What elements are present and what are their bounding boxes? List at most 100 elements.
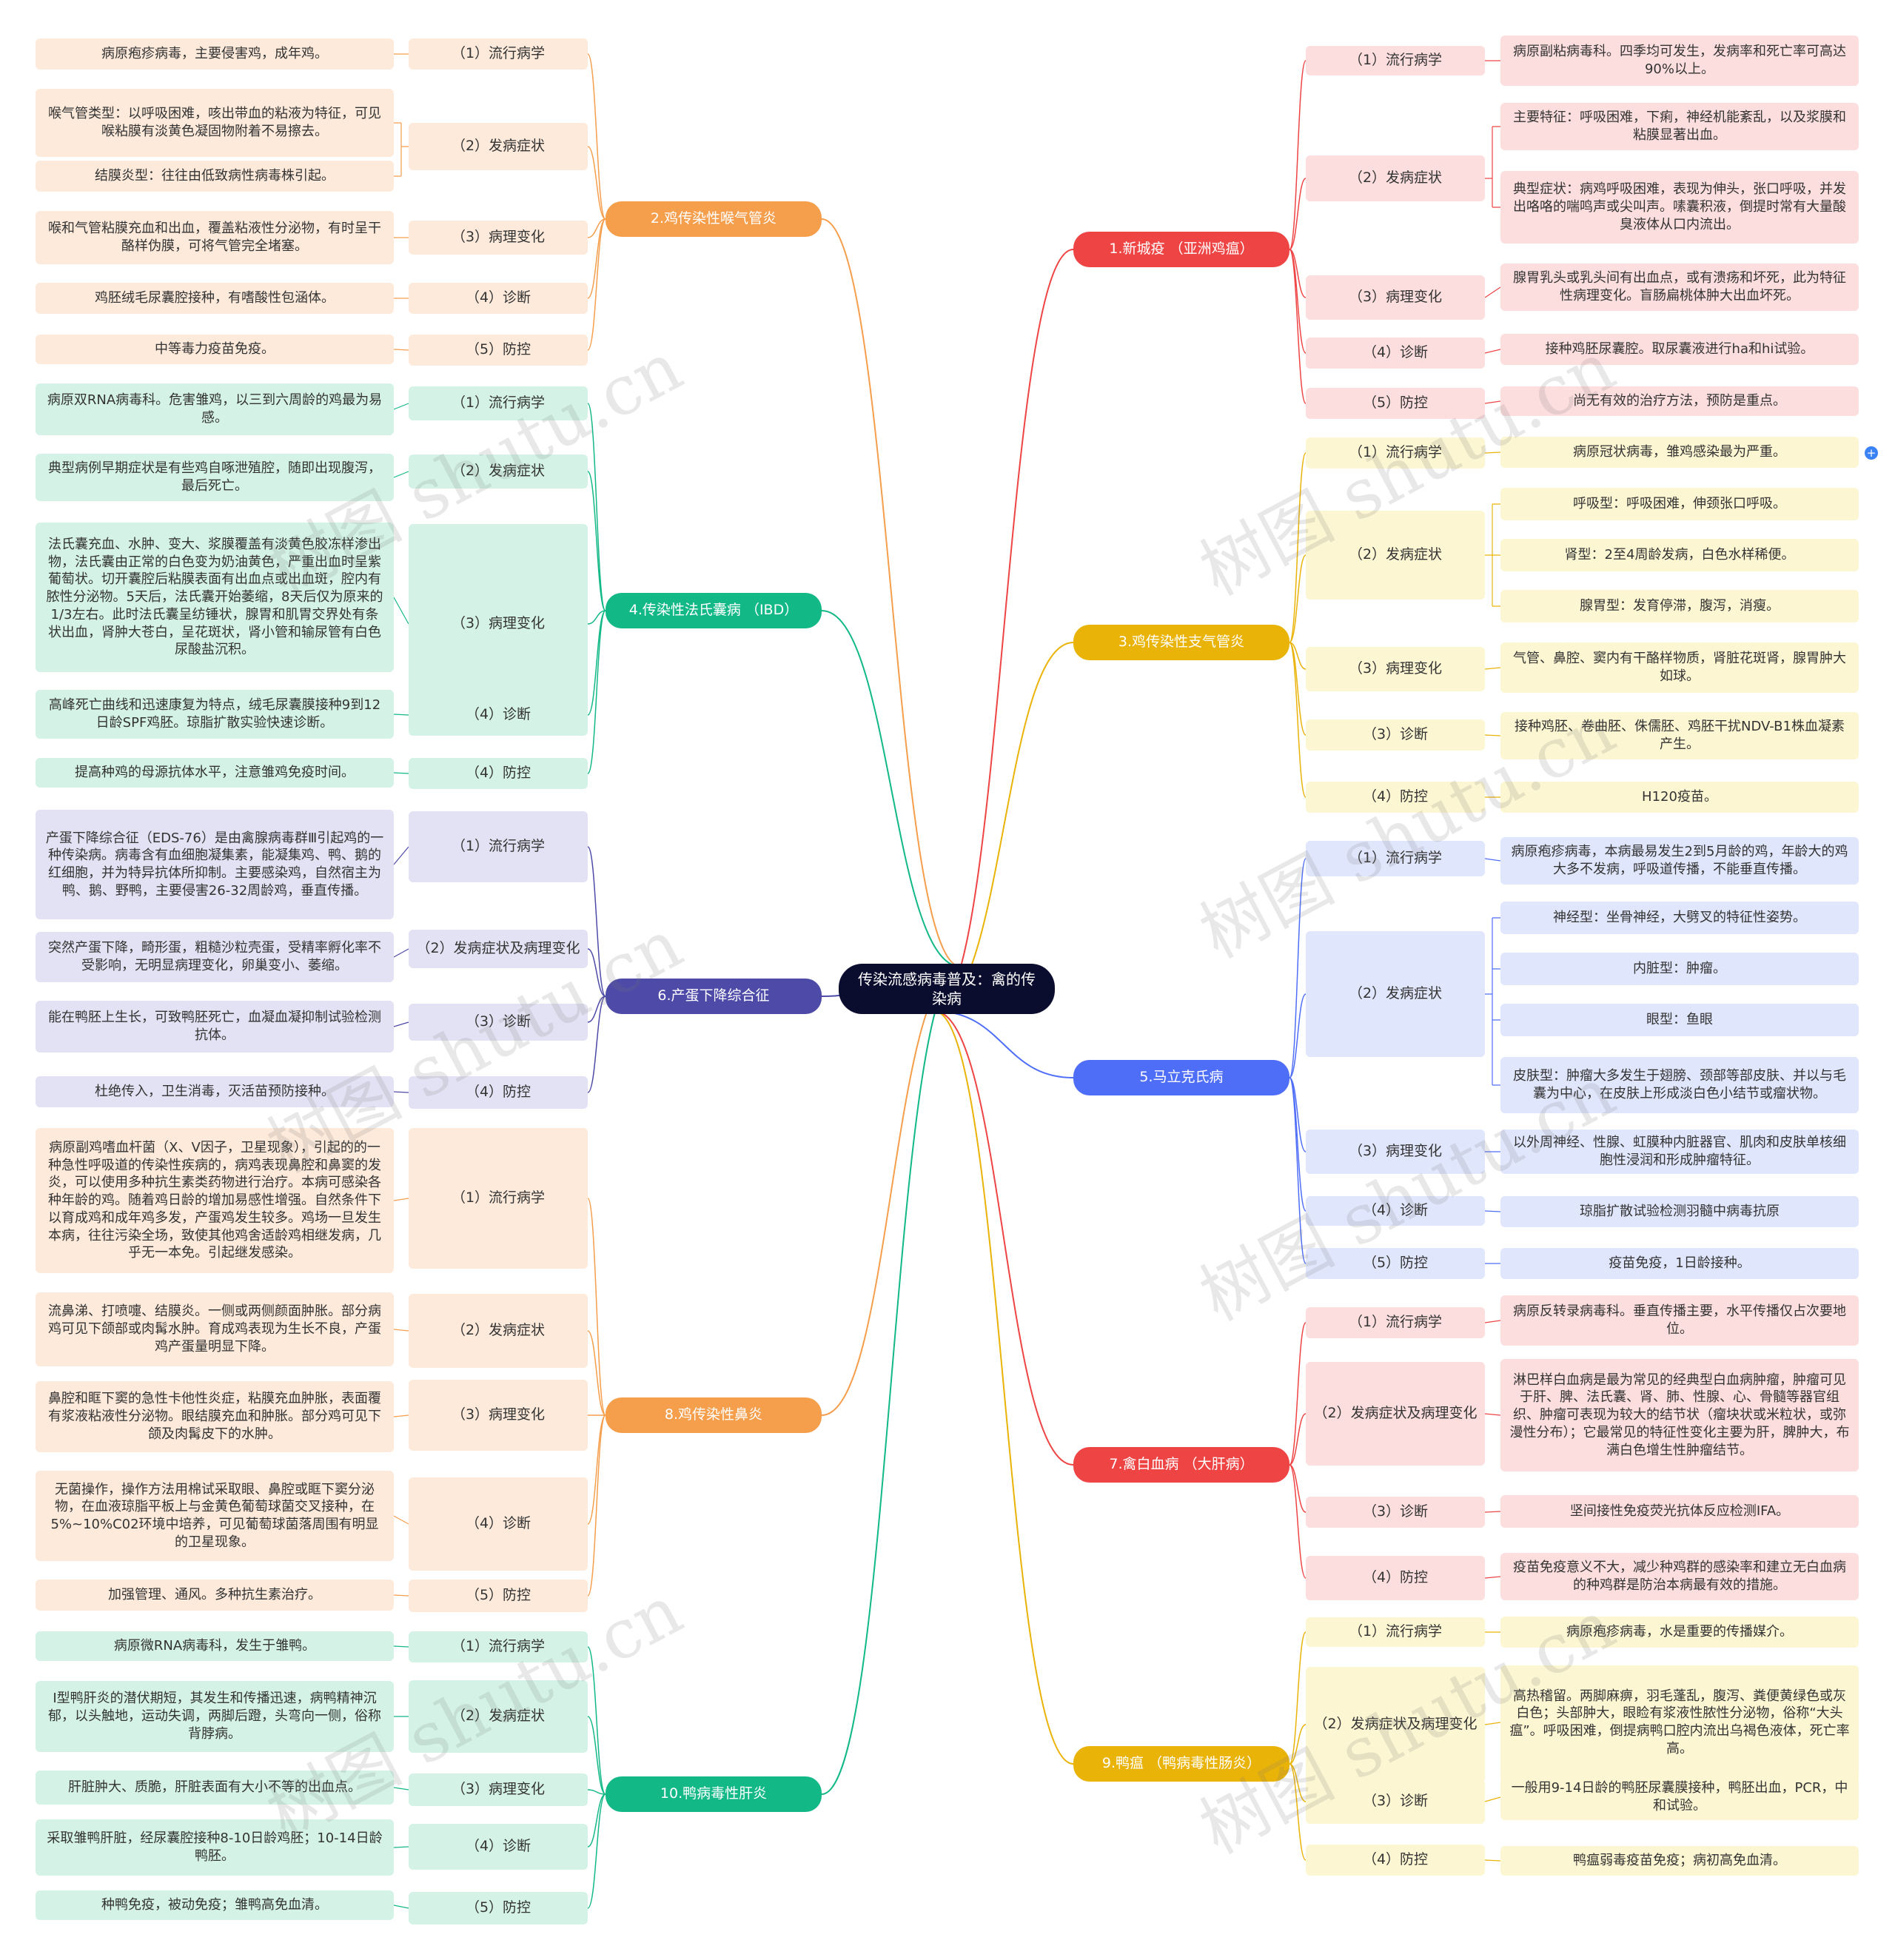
sub-topic[interactable]: （1）流行病学 [1306,1307,1485,1338]
branch-node[interactable]: 7.禽白血病 （大肝病） [1073,1447,1289,1483]
leaf-note[interactable]: 加强管理、通风。多种抗生素治疗。 [36,1580,394,1611]
leaf-note[interactable]: 主要特征：呼吸困难，下痢，神经机能紊乱，以及浆膜和粘膜显著出血。 [1500,103,1859,150]
sub-topic[interactable]: （4）防控 [1306,1556,1485,1600]
sub-topic[interactable]: （4）诊断 [1306,1196,1485,1226]
leaf-note[interactable]: 皮肤型：肿瘤大多发生于翅膀、颈部等部皮肤、并以与毛囊为中心，在皮肤上形成淡白色小… [1500,1057,1859,1113]
leaf-note[interactable]: 腺胃型：发育停滞，腹泻，消瘦。 [1500,590,1859,622]
leaf-note[interactable]: 疫苗免疫意义不大，减少种鸡群的感染率和建立无白血病的种鸡群是防治本病最有效的措施… [1500,1553,1859,1600]
leaf-note[interactable]: 内脏型：肿瘤。 [1500,953,1859,985]
sub-topic[interactable]: （2）发病症状 [1306,511,1485,600]
sub-topic[interactable]: （4）诊断 [409,1824,588,1870]
branch-node[interactable]: 4.传染性法氏囊病 （IBD） [606,593,822,628]
sub-topic[interactable]: （5）防控 [409,1580,588,1612]
sub-topic[interactable]: （3）诊断 [409,1004,588,1041]
sub-topic[interactable]: （1）流行病学 [1306,1617,1485,1647]
leaf-note[interactable]: 接种鸡胚、卷曲胚、侏儒胚、鸡胚干扰NDV-B1株血凝素产生。 [1500,712,1859,759]
sub-topic[interactable]: （3）病理变化 [409,1380,588,1451]
expand-plus-icon[interactable]: + [1865,446,1878,460]
leaf-note[interactable]: 肝脏肿大、质脆，肝脏表面有大小不等的出血点。 [36,1771,394,1805]
sub-topic[interactable]: （3）病理变化 [409,524,588,724]
sub-topic[interactable]: （4）诊断 [409,283,588,314]
sub-topic[interactable]: （4）诊断 [1306,338,1485,369]
leaf-note[interactable]: 一般用9-14日龄的鸭胚尿囊膜接种，鸭胚出血，PCR，中和试验。 [1500,1774,1859,1820]
leaf-note[interactable]: 种鸭免疫，被动免疫；雏鸭高免血清。 [36,1890,394,1920]
sub-topic[interactable]: （4）防控 [409,1076,588,1109]
leaf-note[interactable]: 结膜炎型：往往由低致病性病毒株引起。 [36,161,394,192]
sub-topic[interactable]: （1）流行病学 [1306,437,1485,469]
leaf-note[interactable]: 肾型：2至4周龄发病，白色水样稀便。 [1500,539,1859,571]
leaf-note[interactable]: 流鼻涕、打喷嚏、结膜炎。一侧或两侧颜面肿胀。部分病鸡可见下颌部或肉髯水肿。育成鸡… [36,1292,394,1366]
sub-topic[interactable]: （5）防控 [409,1892,588,1924]
sub-topic[interactable]: （2）发病症状及病理变化 [409,930,588,968]
sub-topic[interactable]: （1）流行病学 [409,1631,588,1662]
leaf-note[interactable]: 杜绝传入，卫生消毒，灭活苗预防接种。 [36,1076,394,1107]
leaf-note[interactable]: 喉和气管粘膜充血和出血，覆盖粘液性分泌物，有时呈干酪样伪膜，可将气管完全堵塞。 [36,211,394,264]
sub-topic[interactable]: （1）流行病学 [409,38,588,70]
leaf-note[interactable]: 喉气管类型：以呼吸困难，咳出带血的粘液为特征，可见喉粘膜有淡黄色凝固物附着不易擦… [36,89,394,157]
branch-node[interactable]: 8.鸡传染性鼻炎 [606,1397,822,1433]
leaf-note[interactable]: H120疫苗。 [1500,782,1859,813]
leaf-note[interactable]: 典型病例早期症状是有些鸡自啄泄殖腔，随即出现腹泻，最后死亡。 [36,454,394,501]
sub-topic[interactable]: （4）防控 [409,758,588,789]
leaf-note[interactable]: 眼型：鱼眼 [1500,1004,1859,1036]
leaf-note[interactable]: 以外周神经、性腺、虹膜种内脏器官、肌肉和皮肤单核细胞性浸润和形成肿瘤特征。 [1500,1130,1859,1174]
sub-topic[interactable]: （5）防控 [409,335,588,366]
sub-topic[interactable]: （1）流行病学 [1306,46,1485,75]
leaf-note[interactable]: 高峰死亡曲线和迅速康复为特点，绒毛尿囊膜接种9到12日龄SPF鸡胚。琼脂扩散实验… [36,690,394,739]
leaf-note[interactable]: 病原疱疹病毒，主要侵害鸡，成年鸡。 [36,38,394,70]
leaf-note[interactable]: 高热稽留。两脚麻痹，羽毛蓬乱，腹泻、粪便黄绿色或灰白色；头部肿大，眼睑有浆液性脓… [1500,1665,1859,1779]
leaf-note[interactable]: 气管、鼻腔、窦内有干酪样物质，肾脏花斑肾，腺胃肿大如球。 [1500,642,1859,693]
branch-node[interactable]: 9.鸭瘟 （鸭病毒性肠炎） [1073,1746,1289,1782]
sub-topic[interactable]: （3）病理变化 [1306,1130,1485,1174]
leaf-note[interactable]: 接种鸡胚尿囊腔。取尿囊液进行ha和hi试验。 [1500,334,1859,365]
sub-topic[interactable]: （3）病理变化 [409,1773,588,1806]
sub-topic[interactable]: （3）诊断 [1306,719,1485,751]
leaf-note[interactable]: 法氏囊充血、水肿、变大、浆膜覆盖有淡黄色胶冻样渗出物，法氏囊由正常的白色变为奶油… [36,523,394,672]
branch-node[interactable]: 5.马立克氏病 [1073,1060,1289,1095]
leaf-note[interactable]: 病原副粘病毒科。四季均可发生，发病率和死亡率可高达90%以上。 [1500,36,1859,86]
sub-topic[interactable]: （2）发病症状及病理变化 [1306,1667,1485,1782]
leaf-note[interactable]: 疫苗免疫，1日龄接种。 [1500,1248,1859,1279]
leaf-note[interactable]: 无菌操作，操作方法用棉试采取眼、鼻腔或眶下窦分泌物，在血液琼脂平板上与金黄色葡萄… [36,1471,394,1561]
sub-topic[interactable]: （5）防控 [1306,1248,1485,1279]
leaf-note[interactable]: 突然产蛋下降，畸形蛋，粗糙沙粒壳蛋，受精率孵化率不受影响，无明显病理变化，卵巢变… [36,932,394,982]
sub-topic[interactable]: （3）诊断 [1306,1497,1485,1528]
leaf-note[interactable]: 病原双RNA病毒科。危害雏鸡，以三到六周龄的鸡最为易感。 [36,383,394,435]
sub-topic[interactable]: （2）发病症状 [409,454,588,489]
branch-node[interactable]: 6.产蛋下降综合征 [606,979,822,1014]
leaf-note[interactable]: 腺胃乳头或乳头间有出血点，或有溃疡和坏死，此为特征性病理变化。盲肠扁桃体肿大出血… [1500,264,1859,311]
root-topic[interactable]: 传染流感病毒普及：禽的传染病 [839,964,1055,1014]
sub-topic[interactable]: （4）防控 [1306,1845,1485,1876]
sub-topic[interactable]: （3）病理变化 [1306,275,1485,320]
leaf-note[interactable]: 呼吸型：呼吸困难，伸颈张口呼吸。 [1500,488,1859,520]
sub-topic[interactable]: （4）防控 [1306,782,1485,813]
branch-node[interactable]: 1.新城疫 （亚洲鸡瘟） [1073,232,1289,267]
leaf-note[interactable]: 琼脂扩散试验检测羽髓中病毒抗原 [1500,1196,1859,1227]
sub-topic[interactable]: （2）发病症状 [1306,155,1485,201]
leaf-note[interactable]: 能在鸭胚上生长，可致鸭胚死亡，血凝血凝抑制试验检测抗体。 [36,1001,394,1053]
sub-topic[interactable]: （3）诊断 [1306,1779,1485,1824]
leaf-note[interactable]: 尚无有效的治疗方法，预防是重点。 [1500,386,1859,416]
sub-topic[interactable]: （2）发病症状 [409,123,588,170]
sub-topic[interactable]: （1）流行病学 [409,811,588,882]
sub-topic[interactable]: （2）发病症状 [1306,931,1485,1057]
sub-topic[interactable]: （2）发病症状 [409,1294,588,1368]
branch-node[interactable]: 3.鸡传染性支气管炎 [1073,625,1289,660]
leaf-note[interactable]: 病原副鸡嗜血杆菌（X、V因子，卫星现象），引起的的一种急性呼吸道的传染性疾病的，… [36,1128,394,1273]
leaf-note[interactable]: 鼻腔和眶下窦的急性卡他性炎症，粘膜充血肿胀，表面覆有浆液粘液性分泌物。眼结膜充血… [36,1381,394,1452]
sub-topic[interactable]: （3）病理变化 [1306,647,1485,691]
branch-node[interactable]: 10.鸭病毒性肝炎 [606,1776,822,1812]
branch-node[interactable]: 2.鸡传染性喉气管炎 [606,201,822,237]
leaf-note[interactable]: 坚间接性免疫荧光抗体反应检测IFA。 [1500,1495,1859,1528]
sub-topic[interactable]: （4）诊断 [409,1477,588,1571]
sub-topic[interactable]: （3）病理变化 [409,221,588,255]
leaf-note[interactable]: 产蛋下降综合征（EDS-76）是由禽腺病毒群Ⅲ引起鸡的一种传染病。病毒含有血细胞… [36,810,394,919]
leaf-note[interactable]: 提高种鸡的母源抗体水平，注意雏鸡免疫时间。 [36,758,394,788]
leaf-note[interactable]: 病原反转录病毒科。垂直传播主要，水平传播仅占次要地位。 [1500,1295,1859,1346]
leaf-note[interactable]: 采取雏鸭肝脏，经尿囊腔接种8-10日龄鸡胚；10-14日龄鸭胚。 [36,1819,394,1876]
sub-topic[interactable]: （5）防控 [1306,388,1485,419]
leaf-note[interactable]: 病原疱疹病毒，水是重要的传播媒介。 [1500,1617,1859,1648]
leaf-note[interactable]: 病原冠状病毒，雏鸡感染最为严重。 [1500,437,1859,468]
sub-topic[interactable]: （1）流行病学 [1306,841,1485,876]
leaf-note[interactable]: 典型症状：病鸡呼吸困难，表现为伸头，张口呼吸，并发出咯咯的喘鸣声或尖叫声。嗉囊积… [1500,171,1859,244]
